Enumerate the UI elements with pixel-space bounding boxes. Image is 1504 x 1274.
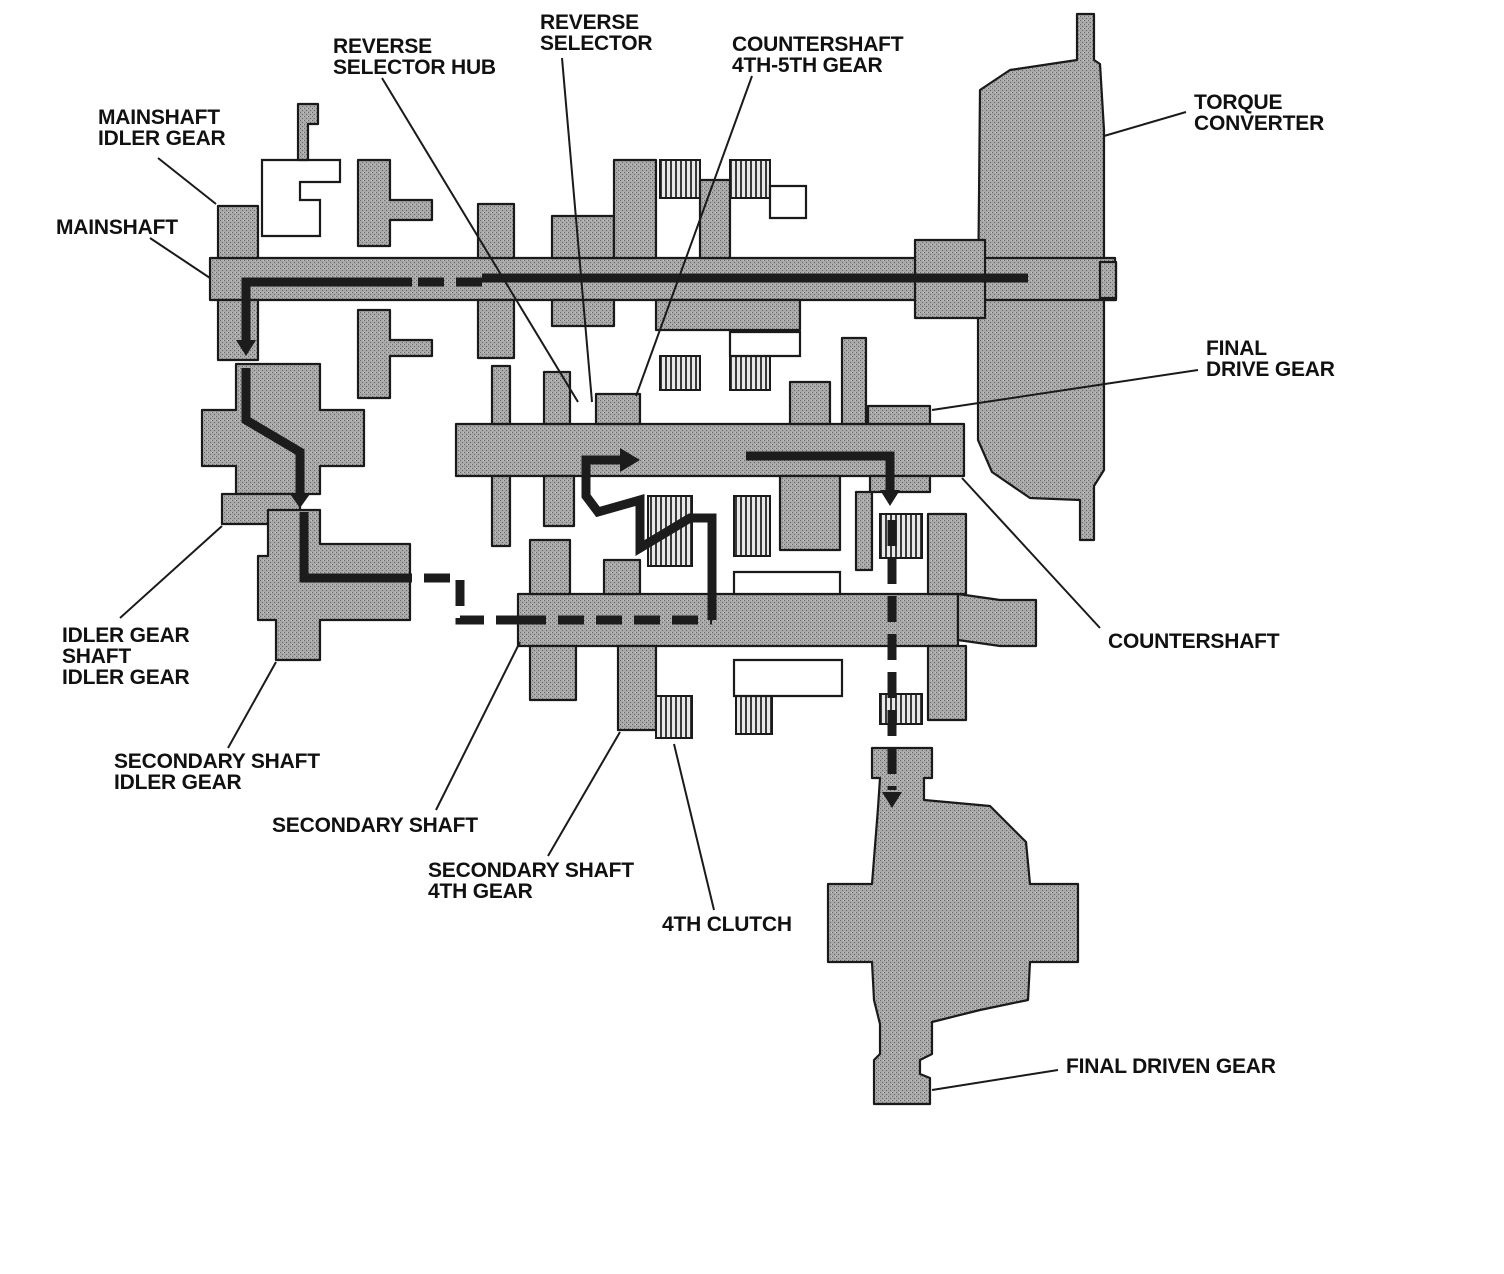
leader-final-drive-gear [931, 369, 1199, 411]
leader-secondary-shaft-4th-gear [547, 731, 621, 857]
secondary-shaft [516, 512, 1038, 739]
label-idler-gear-shaft: IDLER GEAR SHAFT IDLER GEAR [62, 624, 190, 689]
label-mainshaft: MAINSHAFT [56, 216, 178, 239]
label-final-drive-gear: FINAL DRIVE GEAR [1206, 337, 1335, 381]
final-driven-gear-differential [826, 746, 1080, 1106]
leader-secondary-shaft [435, 641, 521, 811]
leader-secondary-shaft-idler-gear [227, 661, 277, 749]
label-countershaft-45-gear: COUNTERSHAFT 4TH-5TH GEAR [732, 33, 904, 77]
mainshaft-gear-cluster [216, 102, 808, 400]
label-secondary-shaft: SECONDARY SHAFT [272, 814, 478, 837]
leader-lines [119, 57, 1199, 1091]
power-flow-path [236, 273, 1028, 808]
label-final-driven-gear: FINAL DRIVEN GEAR [1066, 1055, 1276, 1078]
label-mainshaft-idler-gear: MAINSHAFT IDLER GEAR [98, 106, 226, 150]
leader-final-driven-gear [931, 1069, 1059, 1091]
leader-torque-converter [1103, 111, 1187, 137]
label-countershaft: COUNTERSHAFT [1108, 630, 1280, 653]
leader-idler-gear-shaft [119, 525, 223, 619]
label-torque-converter: TORQUE CONVERTER [1194, 91, 1325, 135]
leader-mainshaft [149, 237, 211, 279]
label-reverse-selector: REVERSE SELECTOR [540, 11, 653, 55]
label-reverse-selector-hub: REVERSE SELECTOR HUB [333, 35, 496, 79]
label-secondary-shaft-idler-gear: SECONDARY SHAFT IDLER GEAR [114, 750, 320, 794]
leader-reverse-selector [561, 57, 593, 403]
leader-reverse-selector-hub [381, 77, 579, 403]
leader-countershaft-45-gear [635, 75, 753, 397]
secondary-shaft-idler-gear-body [256, 508, 412, 662]
countershaft [454, 336, 966, 572]
label-secondary-shaft-4th-gear: SECONDARY SHAFT 4TH GEAR [428, 859, 634, 903]
leader-mainshaft-idler-gear [157, 157, 217, 205]
leader-countershaft [961, 477, 1101, 629]
label-4th-clutch: 4TH CLUTCH [662, 913, 792, 936]
leader-4th-clutch [673, 743, 715, 911]
